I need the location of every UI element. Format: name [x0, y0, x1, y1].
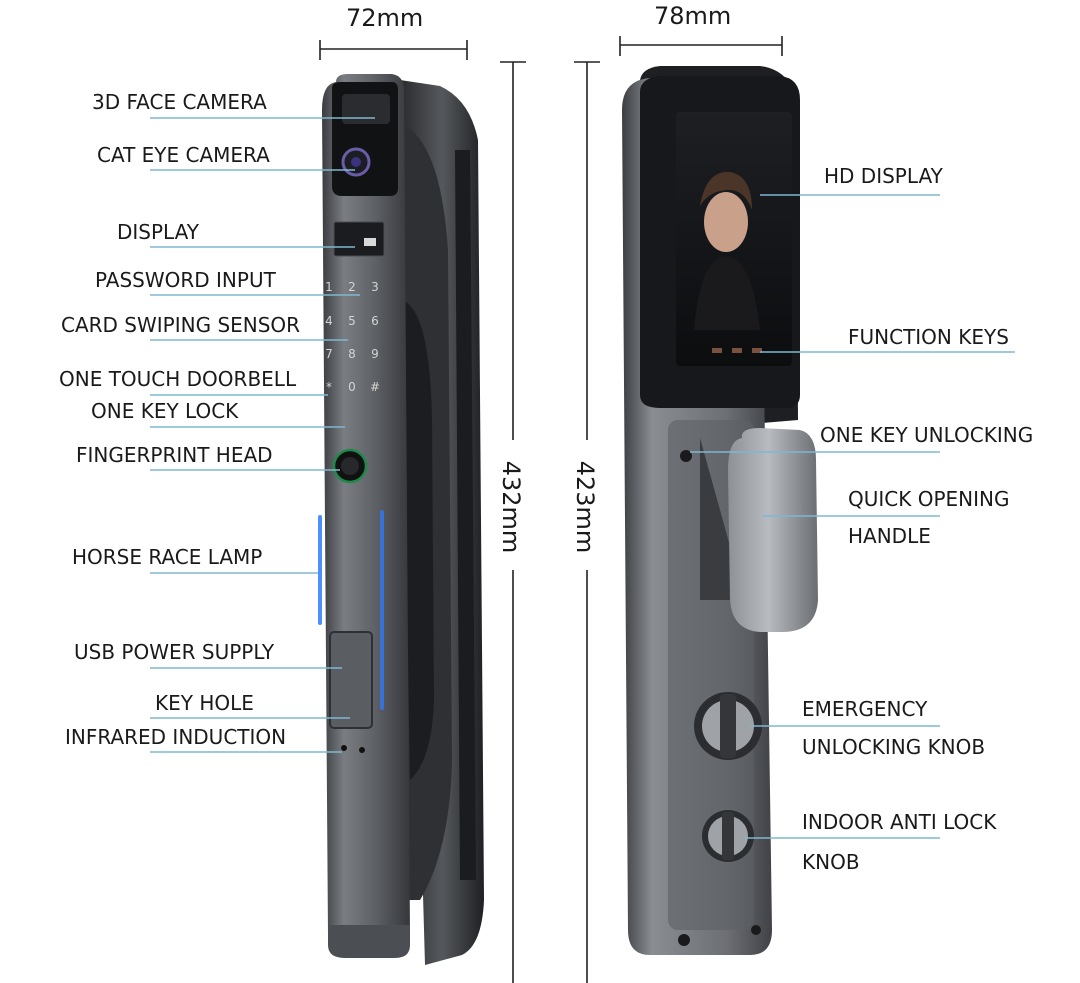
keypad: 1 2 3 4 5 6 7 8 9 * 0 # [325, 280, 380, 394]
dimension-lines [319, 36, 783, 983]
label-knob: KNOB [802, 850, 860, 874]
back-lock [622, 66, 818, 955]
label-fingerprint-head: FINGERPRINT HEAD [76, 443, 273, 467]
label-function-keys: FUNCTION KEYS [848, 325, 1009, 349]
keypad-key: 9 [371, 347, 379, 361]
leader-lines [150, 117, 1015, 839]
label-one-key-unlocking: ONE KEY UNLOCKING [820, 423, 1034, 447]
keypad-key: 1 [325, 280, 333, 294]
keypad-key: 7 [325, 347, 333, 361]
label-quick-opening: QUICK OPENING [848, 487, 1010, 511]
label-display: DISPLAY [117, 220, 200, 244]
label-key-hole: KEY HOLE [155, 691, 254, 715]
keypad-key: 0 [348, 380, 356, 394]
keypad-key: 2 [348, 280, 356, 294]
label-3d-face-camera: 3D FACE CAMERA [92, 90, 267, 114]
label-cat-eye-camera: CAT EYE CAMERA [97, 143, 270, 167]
label-card-swiping-sensor: CARD SWIPING SENSOR [61, 313, 301, 337]
keypad-key: 3 [371, 280, 379, 294]
keypad-key: 5 [348, 314, 356, 328]
front-width-label: 72mm [346, 4, 424, 32]
label-one-touch-doorbell: ONE TOUCH DOORBELL [59, 367, 297, 391]
keypad-key: * [326, 380, 332, 394]
keypad-key: 4 [325, 314, 333, 328]
label-horse-race-lamp: HORSE RACE LAMP [72, 545, 263, 569]
front-lock [318, 74, 484, 965]
keypad-key: 6 [371, 314, 379, 328]
back-height-label: 423mm [571, 460, 599, 554]
label-hd-display: HD DISPLAY [824, 164, 943, 188]
keypad-key: 8 [348, 347, 356, 361]
label-password-input: PASSWORD INPUT [95, 268, 276, 292]
label-infrared-induction: INFRARED INDUCTION [65, 725, 287, 749]
front-height-label: 432mm [497, 460, 525, 554]
label-usb-power-supply: USB POWER SUPPLY [74, 640, 275, 664]
label-emergency: EMERGENCY [802, 697, 928, 721]
label-unlocking-knob: UNLOCKING KNOB [802, 735, 986, 759]
keypad-key: # [370, 380, 380, 394]
label-one-key-lock: ONE KEY LOCK [91, 399, 239, 423]
label-handle: HANDLE [848, 524, 931, 548]
back-width-label: 78mm [654, 2, 732, 30]
label-indoor-anti-lock: INDOOR ANTI LOCK [802, 810, 997, 834]
